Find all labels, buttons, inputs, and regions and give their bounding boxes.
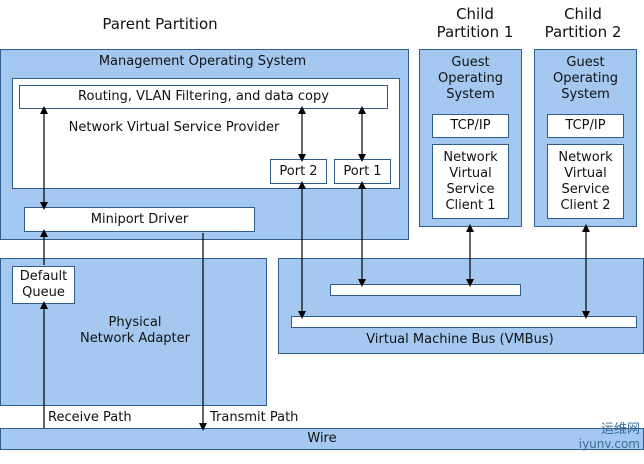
port-2-box: Port 2 <box>270 159 327 184</box>
miniport-driver-box: Miniport Driver <box>24 207 255 232</box>
vmbus-label: Virtual Machine Bus (VMBus) <box>366 332 554 347</box>
nvsc-2-box: Network Virtual Service Client 2 <box>547 144 624 219</box>
tcpip-2-box: TCP/IP <box>547 114 624 138</box>
nvsc-1-box: Network Virtual Service Client 1 <box>432 144 509 219</box>
transmit-path-label: Transmit Path <box>210 410 299 425</box>
tcpip-1-box: TCP/IP <box>432 114 509 138</box>
vmbus-lower-bar <box>291 316 637 328</box>
nvsp-label: Network Virtual Service Provider <box>68 120 280 135</box>
routing-box: Routing, VLAN Filtering, and data copy <box>19 85 388 109</box>
child-partition-2-title: Child Partition 2 <box>544 5 622 41</box>
receive-path-label: Receive Path <box>48 410 132 425</box>
guest-os-1-label: Guest Operating System <box>438 55 503 102</box>
child-partition-1-title: Child Partition 1 <box>436 5 514 41</box>
watermark-line2: iyunv.com <box>578 437 640 451</box>
wire-bar: Wire <box>0 428 644 450</box>
vmbus-upper-bar <box>330 284 521 296</box>
physical-adapter-label: Physical Network Adapter <box>80 315 190 346</box>
default-queue-box: Default Queue <box>12 266 75 304</box>
port-1-box: Port 1 <box>334 159 391 184</box>
parent-partition-title: Parent Partition <box>102 15 218 33</box>
management-os-label: Management Operating System <box>98 54 307 69</box>
guest-os-2-label: Guest Operating System <box>553 55 618 102</box>
watermark-line1: 运维网 <box>600 422 640 437</box>
watermark-logo: 运维网 iyunv.com <box>536 418 640 462</box>
